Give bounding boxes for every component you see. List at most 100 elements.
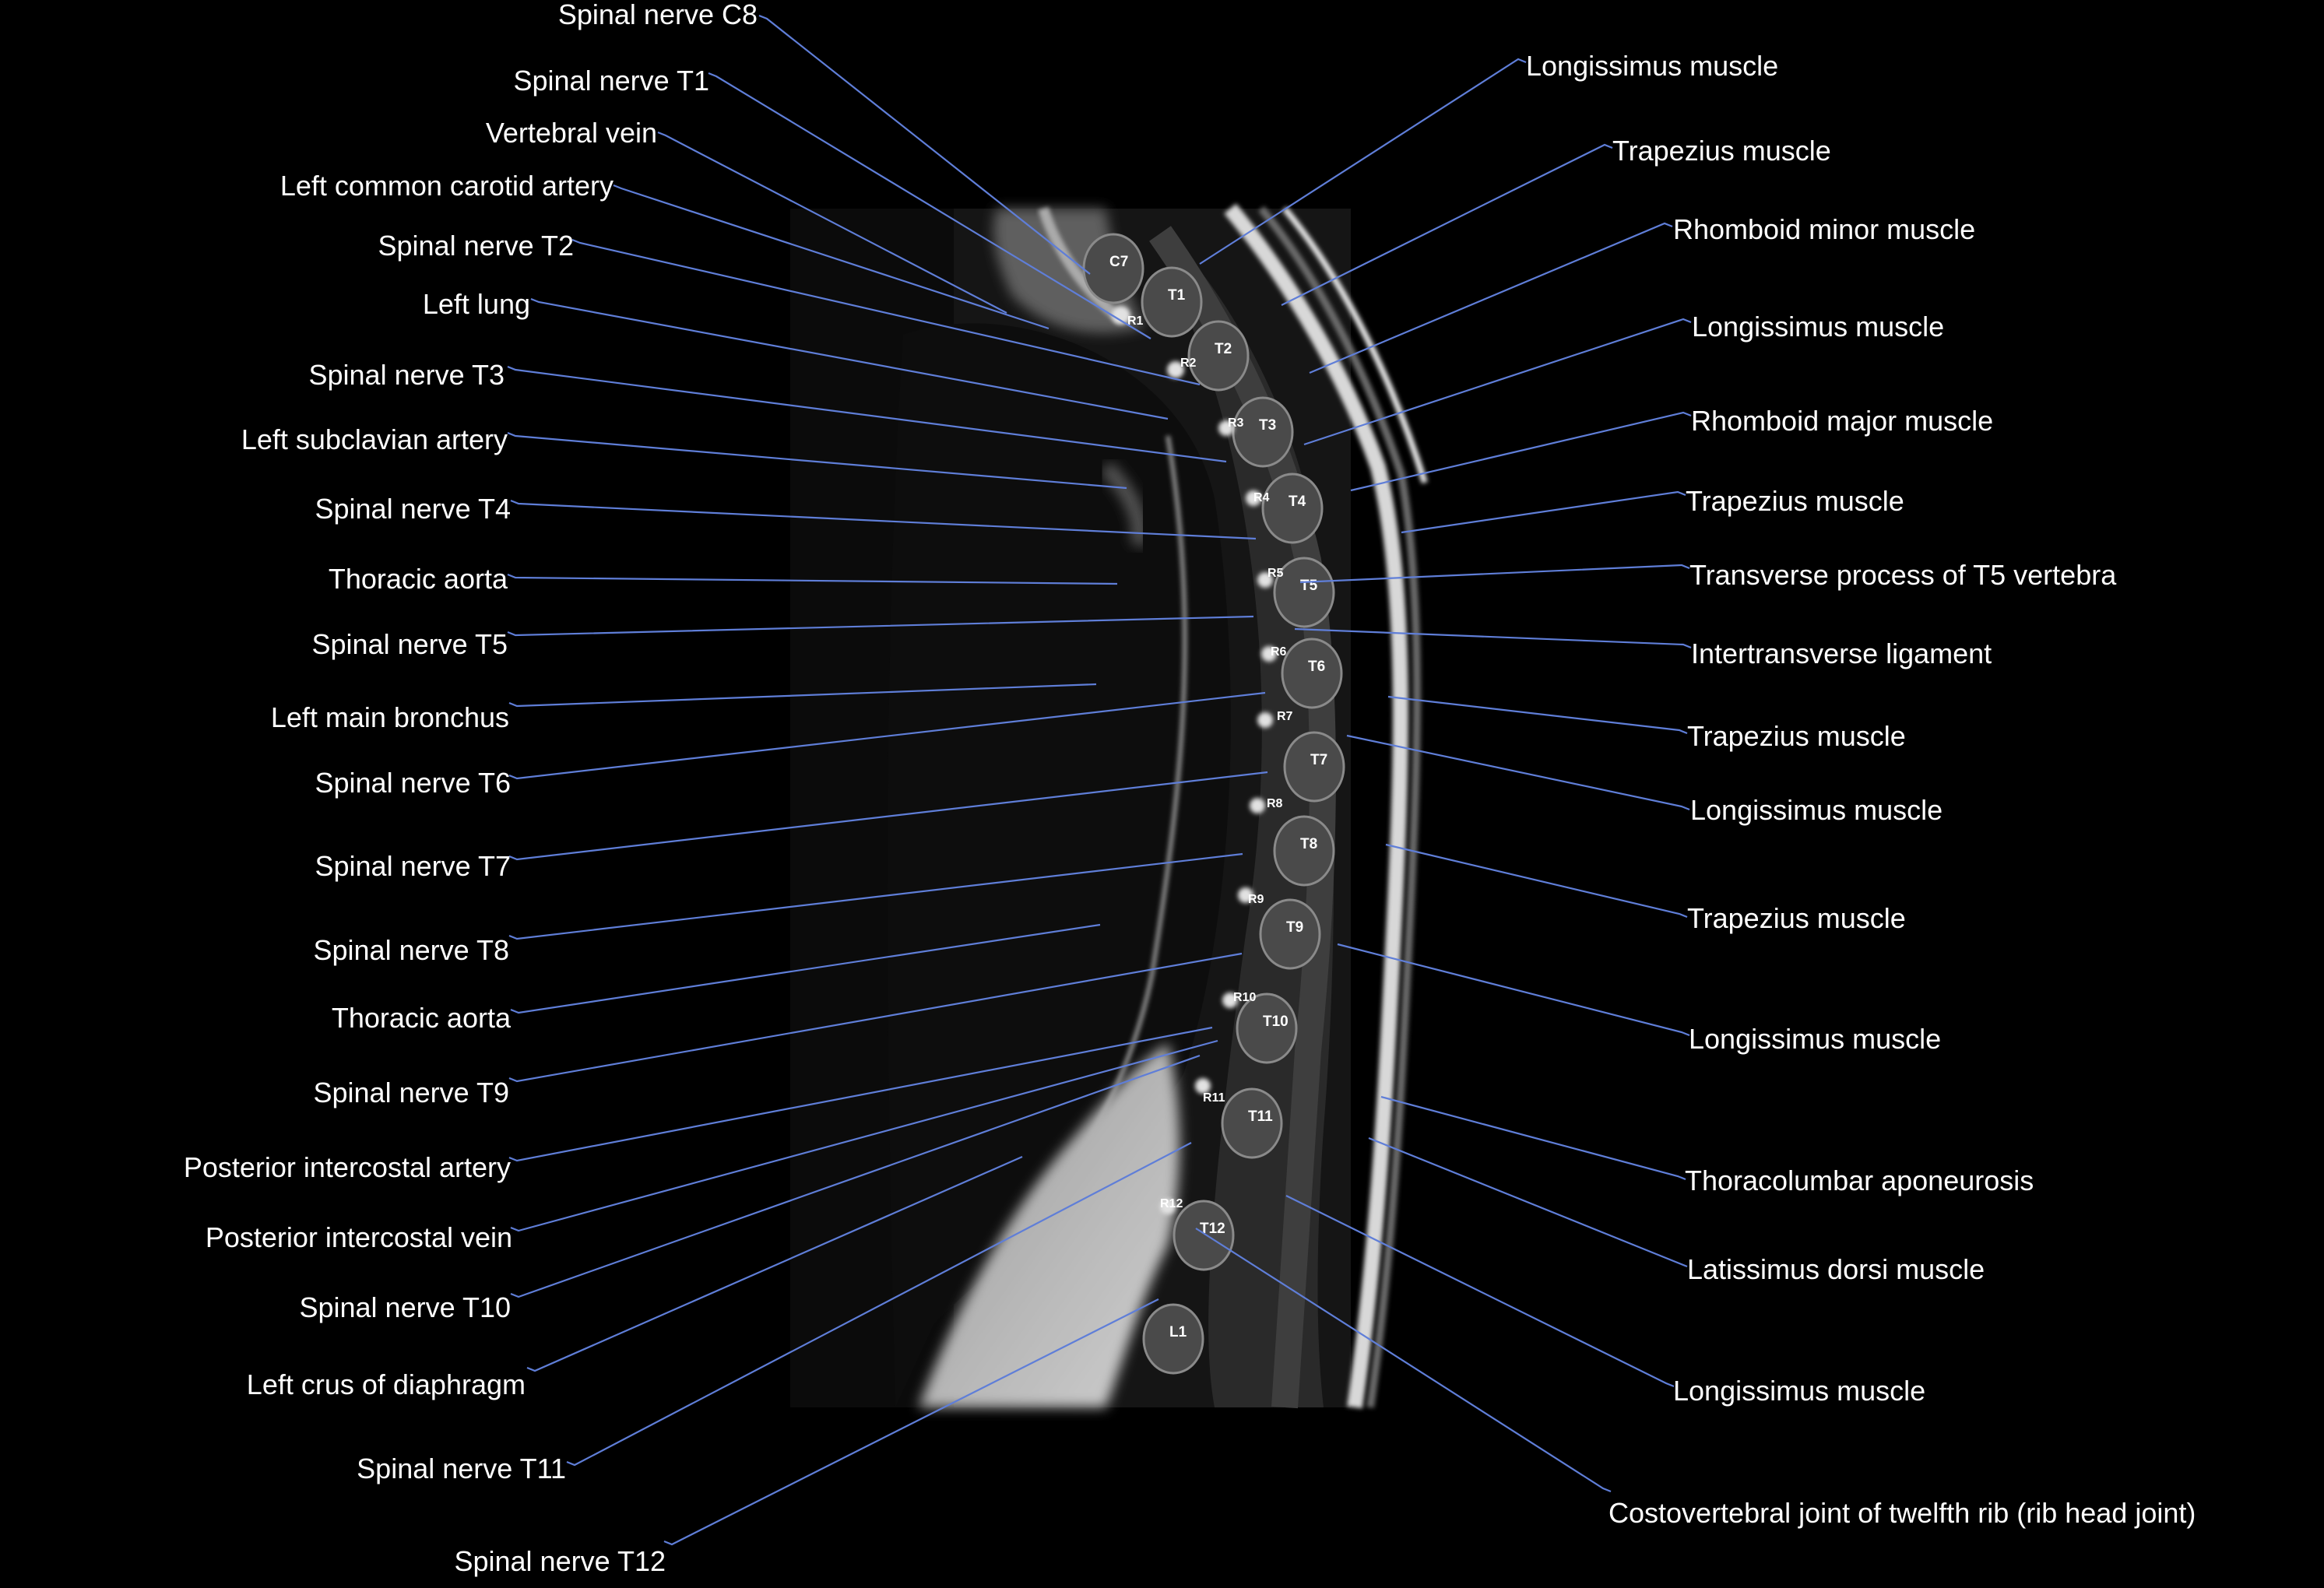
label-rhomboid-major-muscle: Rhomboid major muscle bbox=[1691, 405, 1993, 437]
rib-label-r6: R6 bbox=[1271, 645, 1287, 659]
left-leader-line-11 bbox=[507, 615, 1254, 637]
label-posterior-intercostal-vein: Posterior intercostal vein bbox=[206, 1221, 512, 1253]
vertebral-body bbox=[1141, 266, 1203, 338]
vertebra-label-t5: T5 bbox=[1300, 578, 1318, 594]
label-trapezius-muscle-1: Trapezius muscle bbox=[1612, 135, 1831, 167]
left-leader-line-7 bbox=[507, 365, 1227, 463]
right-labels: Longissimus muscle Trapezius muscle Rhom… bbox=[1526, 50, 2196, 1529]
right-leader-line-7 bbox=[1299, 564, 1690, 584]
rib-label-r8: R8 bbox=[1267, 797, 1283, 810]
right-leader-line-5 bbox=[1350, 411, 1692, 492]
vertebral-body bbox=[1273, 815, 1335, 887]
left-leader-line-14 bbox=[508, 771, 1268, 861]
vertebral-body bbox=[1221, 1087, 1283, 1159]
vertebral-body bbox=[1187, 320, 1250, 392]
left-leader-lines bbox=[507, 14, 1268, 1546]
right-leader-line-1 bbox=[1199, 58, 1527, 265]
vertebral-body bbox=[1273, 557, 1335, 628]
left-leader-line-9 bbox=[510, 499, 1257, 540]
right-leader-line-14 bbox=[1368, 1137, 1688, 1268]
vertebra-label-t12: T12 bbox=[1200, 1221, 1225, 1237]
rib-label-r1: R1 bbox=[1127, 314, 1144, 328]
vertebra-label-t1: T1 bbox=[1168, 287, 1186, 304]
label-spinal-nerve-t1: Spinal nerve T1 bbox=[514, 65, 710, 97]
right-leader-line-9 bbox=[1387, 695, 1688, 735]
rib-label-r5: R5 bbox=[1267, 567, 1284, 580]
label-left-subclavian-artery: Left subclavian artery bbox=[241, 423, 508, 455]
left-leader-line-21 bbox=[526, 1155, 1023, 1372]
left-leader-line-19 bbox=[510, 1039, 1218, 1232]
label-longissimus-muscle-4: Longissimus muscle bbox=[1689, 1023, 1941, 1055]
label-thoracic-aorta-2: Thoracic aorta bbox=[332, 1002, 512, 1034]
label-left-common-carotid-artery: Left common carotid artery bbox=[280, 170, 614, 202]
right-leader-line-3 bbox=[1309, 222, 1673, 374]
label-spinal-nerve-t11: Spinal nerve T11 bbox=[357, 1453, 566, 1484]
vertebra-label-t6: T6 bbox=[1308, 659, 1325, 675]
label-thoracic-aorta-1: Thoracic aorta bbox=[329, 563, 508, 595]
left-leader-line-18 bbox=[508, 1026, 1213, 1162]
right-leader-line-16 bbox=[1195, 1228, 1612, 1493]
right-leader-line-12 bbox=[1337, 943, 1690, 1037]
left-leader-line-23 bbox=[663, 1298, 1159, 1546]
label-longissimus-muscle-2: Longissimus muscle bbox=[1692, 311, 1944, 343]
vertebral-body bbox=[1261, 473, 1324, 544]
label-spinal-nerve-t10: Spinal nerve T10 bbox=[299, 1291, 511, 1323]
right-leader-line-4 bbox=[1303, 318, 1692, 446]
left-leader-line-13 bbox=[508, 691, 1266, 780]
rib-label-r2: R2 bbox=[1180, 357, 1197, 370]
left-leader-line-10 bbox=[507, 573, 1118, 585]
label-longissimus-muscle-3: Longissimus muscle bbox=[1690, 794, 1943, 826]
left-leader-line-6 bbox=[530, 297, 1169, 420]
left-leader-line-16 bbox=[510, 923, 1101, 1014]
label-longissimus-muscle-5: Longissimus muscle bbox=[1673, 1375, 1925, 1407]
right-leader-line-2 bbox=[1281, 143, 1613, 306]
vertebra-label-l1: L1 bbox=[1169, 1324, 1187, 1340]
left-leader-line-5 bbox=[571, 238, 1201, 386]
label-vertebral-vein: Vertebral vein bbox=[486, 117, 657, 149]
left-leader-line-2 bbox=[708, 72, 1151, 339]
left-leader-line-4 bbox=[613, 184, 1049, 330]
rib-label-r9: R9 bbox=[1248, 893, 1264, 906]
rib-label-r4: R4 bbox=[1253, 491, 1270, 504]
label-spinal-nerve-t6: Spinal nerve T6 bbox=[315, 767, 512, 799]
label-spinal-nerve-t5: Spinal nerve T5 bbox=[312, 628, 508, 660]
label-rhomboid-minor-muscle: Rhomboid minor muscle bbox=[1673, 213, 1975, 245]
vertebra-label-t7: T7 bbox=[1310, 752, 1327, 768]
label-spinal-nerve-t8: Spinal nerve T8 bbox=[314, 934, 510, 966]
label-thoracolumbar-aponeurosis: Thoracolumbar aponeurosis bbox=[1685, 1165, 2034, 1196]
left-leader-line-12 bbox=[508, 683, 1097, 708]
label-spinal-nerve-t2: Spinal nerve T2 bbox=[378, 230, 575, 262]
vertebra-label-t9: T9 bbox=[1286, 919, 1303, 936]
rib-label-r11: R11 bbox=[1203, 1091, 1225, 1105]
right-leader-lines bbox=[1195, 58, 1692, 1493]
vertebra-label-t8: T8 bbox=[1300, 836, 1317, 852]
vertebra-label-t10: T10 bbox=[1263, 1014, 1289, 1030]
left-leader-line-22 bbox=[566, 1142, 1192, 1467]
right-leader-line-13 bbox=[1380, 1095, 1686, 1181]
vertebral-body bbox=[1232, 396, 1294, 468]
label-left-crus-of-diaphragm: Left crus of diaphragm bbox=[247, 1368, 526, 1400]
label-trapezius-muscle-2: Trapezius muscle bbox=[1686, 485, 1904, 517]
label-spinal-nerve-t12: Spinal nerve T12 bbox=[454, 1545, 666, 1577]
left-leader-line-15 bbox=[508, 852, 1243, 940]
rib-label-r7: R7 bbox=[1277, 710, 1293, 723]
label-spinal-nerve-t3: Spinal nerve T3 bbox=[309, 359, 505, 391]
label-left-lung: Left lung bbox=[423, 288, 530, 320]
vertebral-body bbox=[1173, 1200, 1235, 1271]
label-costovertebral-joint-twelfth-rib: Costovertebral joint of twelfth rib (rib… bbox=[1609, 1497, 2196, 1529]
label-longissimus-muscle-1: Longissimus muscle bbox=[1526, 50, 1778, 82]
vertebra-label-t2: T2 bbox=[1215, 341, 1232, 357]
label-intertransverse-ligament: Intertransverse ligament bbox=[1691, 638, 1992, 669]
left-leader-line-3 bbox=[657, 131, 1007, 314]
vertebra-label-c7: C7 bbox=[1109, 254, 1128, 270]
left-leader-line-17 bbox=[508, 952, 1243, 1083]
left-leader-line-20 bbox=[510, 1054, 1201, 1298]
label-spinal-nerve-c8: Spinal nerve C8 bbox=[558, 0, 758, 30]
label-spinal-nerve-t7: Spinal nerve T7 bbox=[315, 850, 512, 882]
label-trapezius-muscle-3: Trapezius muscle bbox=[1687, 720, 1906, 752]
right-leader-line-15 bbox=[1285, 1195, 1675, 1388]
right-leader-line-6 bbox=[1401, 490, 1686, 534]
right-leader-line-10 bbox=[1346, 734, 1690, 811]
